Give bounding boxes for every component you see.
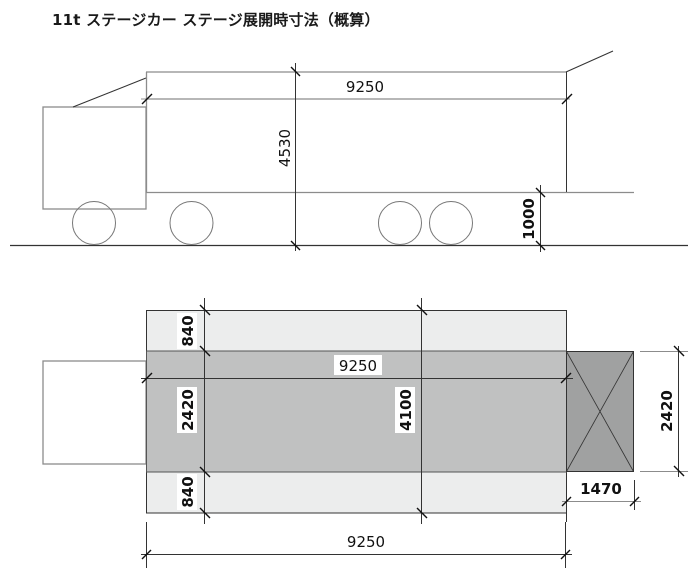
dim-label-total-width: 4100 — [397, 389, 415, 431]
stage-extension — [566, 351, 634, 472]
cab-side — [42, 106, 147, 210]
wheel-front — [72, 201, 116, 245]
stage-wing-bottom — [146, 471, 567, 514]
dim-label-overall-length: 9250 — [347, 533, 385, 551]
stage-wing-top — [146, 310, 567, 352]
drawing-title: 11t ステージカー ステージ展開時寸法（概算） — [52, 11, 380, 29]
dimension-stage-length: 9250 — [141, 78, 573, 105]
dimension-core-width: 2420 — [177, 387, 197, 433]
cab-plan — [42, 360, 147, 465]
dim-label-extension-width: 2420 — [658, 390, 676, 432]
plan-view: 840 2420 840 4100 9250 — [42, 298, 688, 568]
dim-label-wing-bottom: 840 — [179, 476, 197, 507]
dimension-extension-width: 2420 — [640, 345, 688, 477]
roof-right-diagonal — [565, 50, 614, 73]
dim-label-wing-top: 840 — [179, 315, 197, 346]
dimension-wing-bottom: 840 — [177, 474, 197, 510]
dimension-core-length: 9250 — [141, 355, 573, 384]
tick — [199, 304, 211, 316]
dimension-total-width: 4100 — [395, 298, 428, 524]
dim-label-total-height: 4530 — [276, 129, 294, 167]
dimension-deck-height: 1000 — [520, 185, 546, 252]
dimension-total-height: 4530 — [276, 63, 301, 251]
tick — [199, 345, 211, 357]
wheel-rear-1 — [378, 201, 422, 245]
tick — [199, 466, 211, 478]
dim-label-core-length: 9250 — [339, 357, 377, 375]
dimension-extension-length: 1470 — [561, 480, 641, 522]
dim-label-stage-length: 9250 — [346, 78, 384, 96]
dimension-overall-length: 9250 — [141, 522, 572, 568]
wheel-rear-2 — [429, 201, 473, 245]
dim-label-core-width: 2420 — [179, 389, 197, 431]
tick — [199, 507, 211, 519]
wheel-second — [169, 201, 214, 245]
dim-label-deck-height: 1000 — [520, 198, 538, 240]
dimension-wing-top: 840 — [177, 313, 197, 349]
side-elevation: 9250 4530 1000 — [10, 50, 688, 252]
dim-label-extension-length: 1470 — [580, 480, 622, 498]
cab-roof-line — [72, 77, 147, 108]
